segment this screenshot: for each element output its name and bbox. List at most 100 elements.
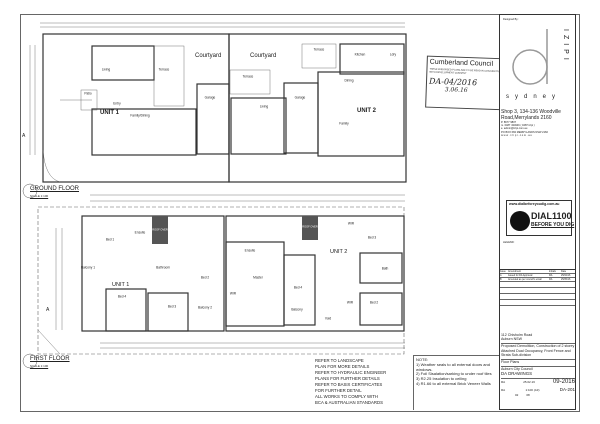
- note-line: REFER TO HYDRAULIC ENGINEER: [315, 370, 387, 375]
- room-label: Entry: [113, 101, 121, 106]
- project-number: 09-2016: [552, 378, 575, 385]
- cell: A: [500, 274, 502, 277]
- sheet-border: [20, 14, 580, 412]
- room-label: WIR: [347, 221, 355, 226]
- room-label: Garage: [294, 95, 306, 100]
- section-marker-a: A: [46, 307, 50, 313]
- dial-url: www.dialbeforeyoudig.com.au: [509, 202, 560, 206]
- note-line: ALL WORKS TO COMPLY WITH: [315, 394, 379, 399]
- ff-unit1-label: UNIT 1: [112, 282, 130, 288]
- drawing-type: DA DRAWINGS: [501, 371, 533, 377]
- drawing-meta-row: RA 1:100 (A3) DA-201: [501, 387, 575, 393]
- room-label: Dining: [344, 78, 354, 83]
- stamp-date: 3.06.16: [444, 86, 468, 95]
- dial-sub: BEFORE YOU DIG: [531, 222, 575, 228]
- legend-label: LEGEND:: [503, 241, 515, 244]
- room-label: Living: [101, 67, 111, 72]
- first-floor-title: FIRST FLOOR: [30, 356, 70, 362]
- dial-before-you-dig: www.dialbeforeyoudig.com.au DIAL1100 BEF…: [506, 200, 575, 236]
- room-label: Garage: [204, 95, 216, 100]
- room-label: Ensuite: [244, 248, 256, 253]
- note-line: FOR FURTHER DETAIL: [315, 388, 362, 393]
- note-box: NOTE: 1) Weather seals to all external d…: [413, 355, 499, 410]
- note-line: PLANS FOR FURTHER DETAILS: [315, 376, 380, 381]
- project-info: 112 Chisholm Road Auburn NSW Proposed De…: [501, 333, 575, 398]
- room-label: Family/Dining: [130, 113, 150, 118]
- logo-sub: sydney: [506, 94, 562, 100]
- room-label: Bathroom: [156, 265, 170, 270]
- note-line: PLAN FOR MORE DETAILS: [315, 364, 370, 369]
- col-header: Initials: [549, 270, 556, 273]
- dial-main: DIAL1100: [531, 211, 572, 221]
- address-line: Shop 3, 134-136 Woodville: [501, 109, 561, 115]
- room-label: WIR: [346, 300, 354, 305]
- note-item: 2) Foil Sisalation/sarking to under roof…: [416, 371, 492, 377]
- room-label: Kitchen: [354, 52, 366, 57]
- address-line: P. 8677 9807: [501, 121, 517, 124]
- cell: Amended as per council's email: [508, 278, 542, 281]
- room-label: Bed 2: [369, 300, 379, 305]
- room-label: Patio: [84, 91, 92, 96]
- ff-unit2-label: UNIT 2: [330, 249, 348, 255]
- site-address: 112 Chisholm Road: [501, 333, 533, 337]
- room-label: Family: [339, 121, 349, 126]
- address-line: PO BOX 684 MERRYLANDS NSW 2160: [501, 130, 548, 134]
- sheet-number: 02: [515, 393, 519, 398]
- room-label: Bath: [381, 266, 389, 271]
- drawing-number: DA-201: [559, 387, 575, 393]
- date: 25.02.16: [523, 379, 535, 384]
- roof-over-unit2: [302, 216, 318, 240]
- drawn-by: RA: [501, 379, 506, 384]
- room-label: Ldry: [389, 52, 397, 57]
- cell: RA: [549, 278, 553, 281]
- room-label: Void: [324, 316, 332, 321]
- room-label: Ensuite: [134, 230, 146, 235]
- room-label: Bed 3: [167, 304, 177, 309]
- room-label: Terrace: [158, 67, 170, 72]
- logo-letters: IZIPI: [562, 29, 569, 64]
- col-header: Issue: [500, 270, 506, 273]
- room-label: Master: [253, 275, 263, 280]
- no-dig-icon: [510, 211, 530, 231]
- stamp-text: THESE ENDORSED PLANS ARE TO BE READ IN C…: [429, 67, 502, 75]
- room-label: Bed 2: [200, 275, 210, 280]
- scale: 1:100 (A3): [525, 388, 540, 393]
- courtyard-label-1: Courtyard: [195, 53, 222, 59]
- client: Auburn City Council: [501, 366, 575, 371]
- room-label: ROOF OVER: [152, 228, 168, 232]
- room-label: Living: [259, 104, 269, 109]
- cell: B: [500, 278, 502, 281]
- room-label: Terrace: [313, 47, 325, 52]
- address-line: m. 0487 434946 ( 0487 izipi ): [501, 124, 535, 128]
- cell: RA: [549, 274, 553, 277]
- room-label: Bed 3: [367, 235, 377, 240]
- room-label: Bed 1: [105, 237, 115, 242]
- general-notes: REFER TO LANDSCAPE PLAN FOR MORE DETAILS…: [315, 358, 386, 406]
- address-line: Road,Merrylands 2160: [501, 114, 552, 121]
- col-header: Date: [561, 270, 567, 273]
- gf-unit2-label: UNIT 2: [357, 108, 377, 114]
- site-address: Auburn NSW: [501, 337, 522, 342]
- roof-over-unit1: [152, 216, 168, 244]
- address-line: w w w . i z i p i . c o m . a u: [501, 133, 532, 137]
- checked-by: RA: [501, 388, 506, 393]
- gf-unit1-label: UNIT 1: [100, 110, 120, 116]
- council-stamp: Cumberland Council THESE ENDORSED PLANS …: [425, 55, 509, 111]
- project-description: Proposed Demolition, Construction of 2 s…: [501, 343, 575, 357]
- note-line: BCA & AUSTRALIAN STANDARDS: [315, 400, 383, 405]
- drawing-meta-row: RA 25.02.16 09-2016: [501, 377, 575, 387]
- ground-floor-scale: SCALE 1:100: [30, 194, 49, 198]
- room-label: Bed 4: [117, 294, 127, 299]
- note-item: 4) R1.66 to all external Brick Veneer Wa…: [416, 380, 491, 386]
- note-box-title: NOTE:: [416, 357, 429, 362]
- note-item: 3) R2.25 Insulation to ceiling: [416, 376, 467, 382]
- col-header: Amendment: [508, 270, 521, 273]
- room-label: WIR: [229, 291, 237, 296]
- stamp-title: Cumberland Council: [429, 58, 494, 68]
